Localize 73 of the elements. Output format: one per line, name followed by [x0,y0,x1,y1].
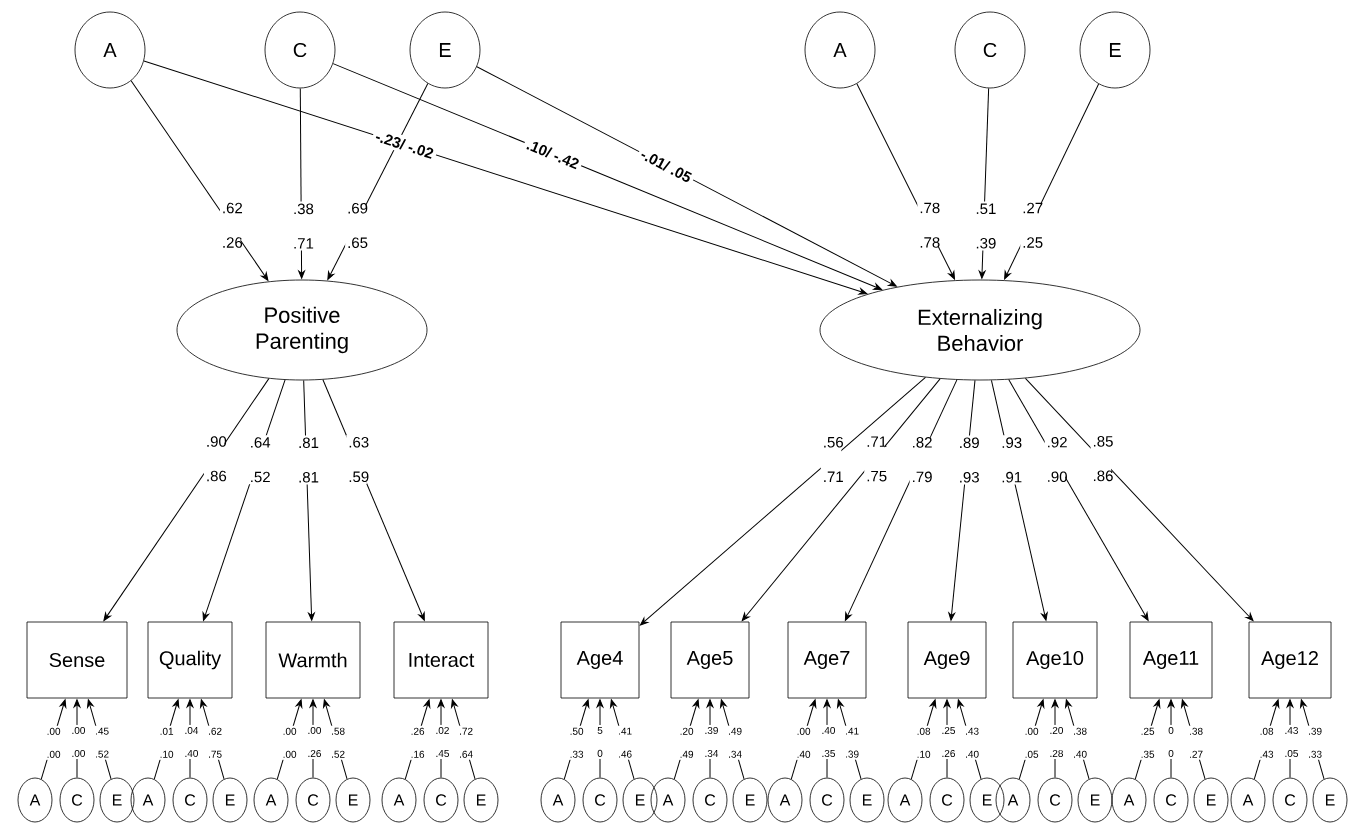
edge-label: .40 .35 [819,724,836,759]
edge-label: .10/ -.42 [521,134,585,174]
edge-label: .45 .52 [93,725,109,760]
edge-label: .71 .75 [864,434,887,484]
edge-label: .00 .00 [44,725,61,760]
edge-label: 0 0 [1163,724,1179,759]
edge-label: .62 .75 [206,725,222,760]
edge-label: .08 .10 [914,725,931,760]
edge-label: -.23/ -.02 [370,126,439,164]
edge-label: .25 .35 [1138,725,1155,760]
arrow [639,376,926,626]
edge-label: .93 .91 [999,435,1022,485]
edge-label: .63 .59 [346,434,369,485]
edge-label: .43 .40 [963,725,979,760]
arrow [1008,379,1149,621]
edge-label: .41 .46 [616,725,632,760]
edge-label: .00 .00 [69,724,85,759]
arrow [143,60,868,295]
measure-box: Interact [393,621,489,699]
edge-label: .01 .10 [157,725,174,760]
measure-box: Sense [26,621,128,699]
edge-label: .26 .16 [408,725,425,760]
edge-label: .81 .81 [296,435,319,485]
edge-label: .92 .90 [1044,434,1067,484]
arrow [130,80,269,281]
edge-label: .43 .05 [1282,724,1298,759]
edge-label: .00 .00 [280,725,297,760]
edge-label: .38 .71 [291,201,314,251]
measure-box: Age11 [1129,621,1213,699]
measure-box: Age5 [670,621,750,699]
edge-label: .20 .28 [1047,724,1064,759]
edge-label: .39 .34 [702,724,719,759]
measure-box: Age7 [787,621,867,699]
edge-label: .38 .40 [1071,725,1087,760]
edge-label: .25 .26 [939,724,955,759]
edge-label: .85 .86 [1090,434,1113,484]
edge-label: .49 .34 [726,725,742,760]
edge-label: .89 .93 [956,435,979,485]
arrow [1024,377,1254,622]
edge-label: .78 .78 [917,200,940,250]
edge-label: -.01/ .05 [635,144,698,188]
arrow [741,378,941,622]
edge-label: .82 .79 [909,435,932,485]
measure-box: Warmth [265,621,361,699]
arrow [103,378,270,621]
edge-label: .08 .43 [1257,725,1274,760]
edge-label: .72 .64 [457,725,473,760]
arrow [476,66,897,287]
edge-label: .20 .49 [677,725,694,760]
edge-label: .90 .86 [203,434,227,484]
measure-box: Quality [147,621,233,699]
edge-label: .00 .05 [1022,725,1039,760]
edge-label: .38 .27 [1187,725,1203,760]
edge-label: .39 .33 [1306,725,1322,760]
edge-label: .00 .26 [305,724,321,759]
edge-label: .27 .25 [1020,200,1043,250]
arrow [332,63,882,290]
edge-label: .50 .33 [567,725,584,760]
edge-label: 5 0 [592,725,608,759]
edge-label: .04 .40 [182,724,199,759]
edge-label: .02 .45 [433,724,449,759]
edge-label: .69 .65 [345,200,368,251]
edge-label: .41 .39 [843,725,859,760]
edge-label: .62 .26 [219,200,243,250]
edge-label: .64 .52 [247,435,271,485]
edge-label: .56 .71 [820,434,843,484]
edge-label: .58 .52 [329,725,345,760]
edge-label: .00 .40 [794,725,811,760]
edge-label: .51 .39 [973,201,996,251]
measure-box: Age9 [907,621,987,699]
measure-box: Age4 [560,621,640,699]
measure-box: Age12 [1248,621,1332,699]
measure-box: Age10 [1012,621,1098,699]
